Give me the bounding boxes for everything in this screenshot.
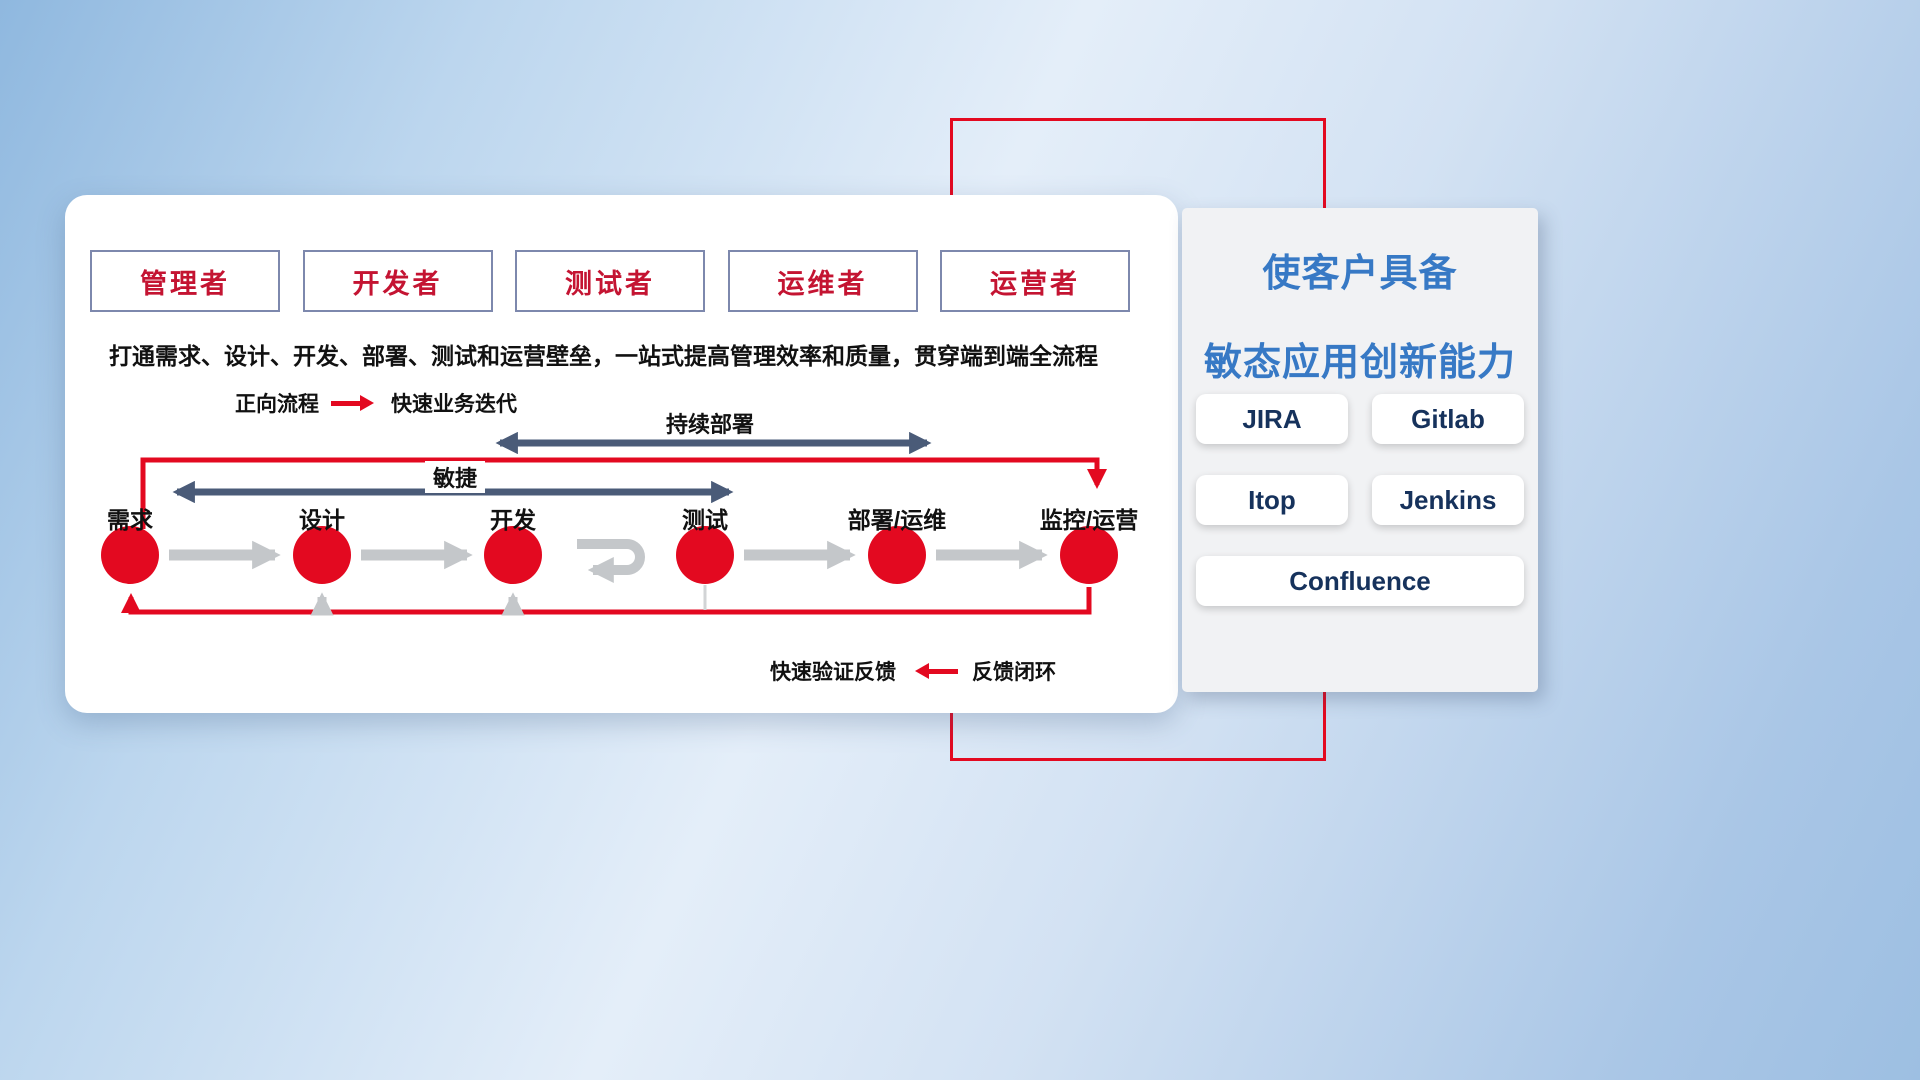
role-box-manager: 管理者 [90, 250, 280, 312]
stage-circle-deploy-ops [868, 526, 926, 584]
stage-label-deploy-ops: 部署/运维 [847, 507, 947, 533]
panel-description: 打通需求、设计、开发、部署、测试和运营壁垒，一站式提高管理效率和质量，贯穿端到端… [109, 343, 1098, 369]
legend-feedback-loop: 快速验证反馈 反馈闭环 [770, 656, 1056, 686]
tool-chip-gitlab: Gitlab [1372, 394, 1524, 444]
stage-circle-test [676, 526, 734, 584]
capability-panel: 使客户具备 敏态应用创新能力 JIRA Gitlab Itop Jenkins … [1182, 208, 1538, 692]
tool-chip-confluence: Confluence [1196, 556, 1524, 606]
tool-chip-jenkins: Jenkins [1372, 475, 1524, 525]
stage-circle-requirements [101, 526, 159, 584]
stage-label-monitor-operate: 监控/运营 [1039, 507, 1139, 533]
legend-feedback-value: 反馈闭环 [972, 661, 1056, 684]
stage-circle-monitor-operate [1060, 526, 1118, 584]
capability-title-line1: 使客户具备 [1262, 253, 1458, 295]
role-box-developer: 开发者 [302, 250, 493, 312]
continuous-deploy-label: 持续部署 [657, 407, 763, 439]
stage-label-requirements: 需求 [107, 507, 153, 533]
legend-feedback-label: 快速验证反馈 [770, 661, 896, 684]
iteration-loop-icon [577, 539, 645, 583]
tool-chip-itop: Itop [1196, 475, 1348, 525]
tool-chip-jira: JIRA [1196, 394, 1348, 444]
stage-circle-design [293, 526, 351, 584]
capability-title: 使客户具备 敏态应用创新能力 [1182, 208, 1538, 386]
role-box-operator: 运营者 [940, 250, 1130, 312]
legend-forward-value: 快速业务迭代 [391, 393, 517, 416]
capability-title-line2: 敏态应用创新能力 [1203, 342, 1516, 384]
legend-forward-label: 正向流程 [235, 393, 319, 416]
devops-flow-panel: 管理者 开发者 测试者 运维者 运营者 打通需求、设计、开发、部署、测试和运营壁… [65, 195, 1178, 713]
agile-label: 敏捷 [424, 461, 486, 493]
flow-diagram [101, 431, 1118, 616]
stage-label-develop: 开发 [490, 507, 536, 533]
stage-label-test: 测试 [682, 507, 728, 533]
red-feedback-loop-line [121, 587, 1092, 615]
feedback-arrow-icon [915, 662, 958, 679]
forward-arrow-icon [331, 394, 374, 411]
stage-label-design: 设计 [299, 507, 345, 533]
red-forward-loop-line [140, 457, 1107, 529]
role-box-ops: 运维者 [727, 250, 918, 312]
tools-grid: JIRA Gitlab Itop Jenkins Confluence [1196, 394, 1524, 606]
roles-row: 管理者 开发者 测试者 运维者 运营者 [90, 250, 1130, 312]
role-box-tester: 测试者 [515, 250, 705, 312]
legend-forward-flow: 正向流程 快速业务迭代 [235, 388, 517, 418]
stage-circle-develop [484, 526, 542, 584]
